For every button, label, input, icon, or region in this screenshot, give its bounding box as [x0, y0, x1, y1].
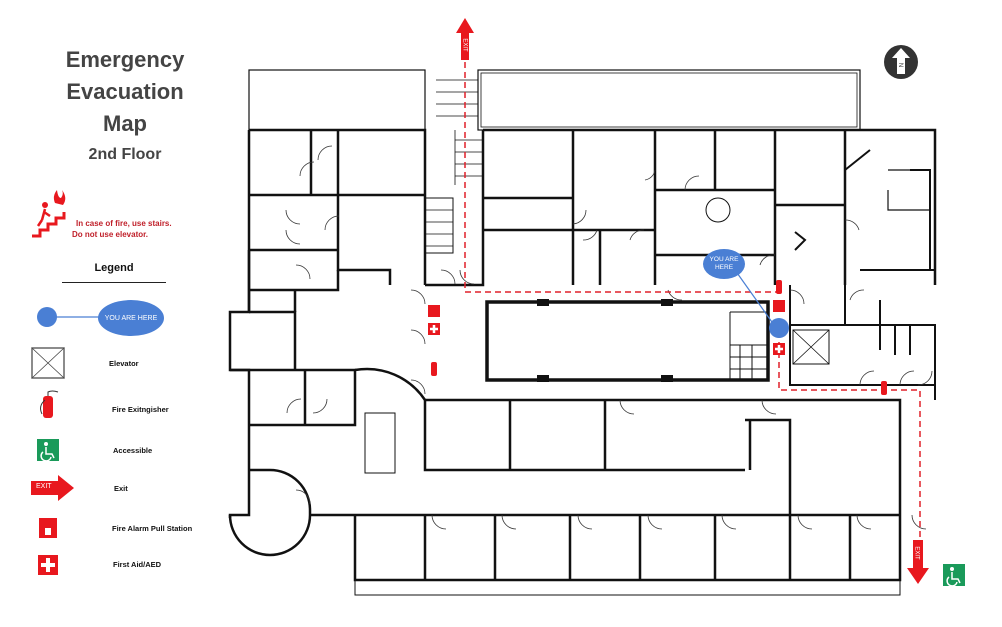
evacuation-route: [464, 62, 921, 540]
title-line: Map: [103, 111, 147, 136]
fire-extinguisher-icon: [881, 381, 887, 395]
elevator-icon: [31, 347, 65, 379]
first-aid-icon: [38, 555, 58, 575]
legend-label: Elevator: [109, 359, 139, 368]
fire-extinguisher-icon: [431, 362, 437, 376]
exit-bottom-label: EXIT: [913, 546, 920, 560]
exit-arrow-icon: [31, 475, 74, 501]
exit-arrow-icon: [907, 540, 929, 584]
you-are-here-marker: [769, 318, 789, 338]
fire-warning: In case of fire, use stairs. Do not use …: [72, 218, 172, 240]
accessible-icon: [37, 439, 59, 462]
north-label: N: [897, 62, 904, 68]
exit-arrow-icon: [456, 18, 474, 60]
exit-top-label: EXIT: [461, 38, 468, 52]
fire-alarm-icon: [39, 518, 57, 538]
legend-label: First Aid/AED: [113, 560, 162, 569]
fire-extinguisher-icon: [40, 390, 59, 418]
first-aid-icon: [428, 323, 440, 335]
legend-label: Fire Exitngisher: [112, 405, 169, 414]
page-title: Emergency Evacuation Map: [40, 44, 210, 140]
first-aid-icon: [773, 343, 785, 355]
legend-marker-icon: [37, 307, 57, 327]
legend-label: Fire Alarm Pull Station: [112, 524, 193, 533]
accessible-icon: [943, 564, 965, 587]
legend-exit-text: EXIT: [36, 483, 52, 490]
floor-label: 2nd Floor: [88, 146, 162, 163]
walls: [228, 69, 937, 596]
columns: [537, 299, 673, 382]
legend-title: Legend: [62, 262, 166, 283]
you-are-here-label: YOU ARE HERE: [703, 249, 745, 279]
doors: [285, 145, 933, 530]
warning-line: Do not use elevator.: [72, 230, 149, 239]
legend-label: Exit: [114, 484, 128, 493]
title-line: Evacuation: [66, 79, 184, 104]
fire-extinguisher-icon: [776, 280, 782, 294]
legend-label: Accessible: [113, 446, 153, 455]
warning-line: In case of fire, use stairs.: [76, 219, 172, 228]
title-line: Emergency: [65, 47, 185, 72]
fire-alarm-icon: [773, 300, 785, 312]
fire-alarm-icon: [428, 305, 440, 317]
north-arrow-icon: [884, 45, 918, 79]
legend-you-are-here: YOU ARE HERE: [98, 300, 164, 336]
stairs-fire-icon: [32, 190, 66, 238]
